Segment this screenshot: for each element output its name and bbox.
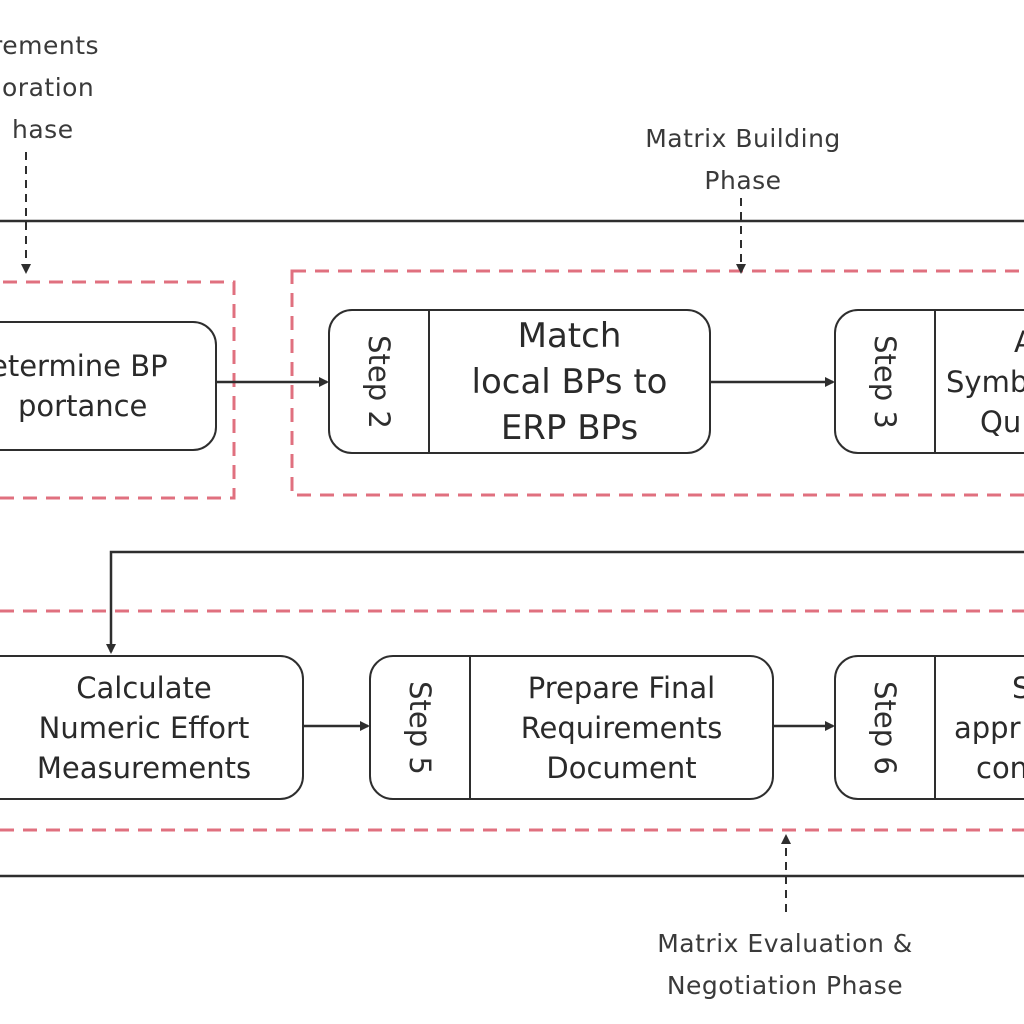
evaluation-label-line-1: Matrix Evaluation & xyxy=(657,929,913,958)
step-6-box: Step 6 S appr con xyxy=(834,655,1024,800)
step-3-line-2: Symb xyxy=(946,364,1024,399)
step-2-line-1: Match xyxy=(517,315,622,356)
exploration-label-line-3: hase xyxy=(12,115,74,144)
step-5-line-2: Requirements xyxy=(520,710,723,745)
exploration-label-line-2: oration xyxy=(2,73,95,102)
evaluation-label-line-2: Negotiation Phase xyxy=(666,971,904,1000)
step-4-line-3: Measurements xyxy=(36,750,252,785)
step-3-tab-label: Step 3 xyxy=(868,334,902,429)
step-1-box: etermine BP portance xyxy=(0,321,217,451)
building-phase-boundary xyxy=(290,269,1024,497)
building-label-line-1: Matrix Building xyxy=(645,124,841,153)
step-3-box: Step 3 A Symb Qu xyxy=(834,309,1024,454)
exploration-phase-label: rements oration hase xyxy=(0,25,99,151)
step-2-tab: Step 2 xyxy=(330,311,430,452)
step-6-line-1: S xyxy=(942,668,1024,708)
step-2-line-3: ERP BPs xyxy=(500,407,639,448)
arrow-row-wrap xyxy=(106,550,1024,654)
step-3-line-3: Qu xyxy=(980,404,1022,439)
exploration-phase-boundary xyxy=(0,280,236,500)
step-2-line-2: local BPs to xyxy=(471,361,668,402)
step-6-line-2: appr xyxy=(954,710,1021,745)
step-2-tab-label: Step 2 xyxy=(362,334,396,429)
step-5-line-1: Prepare Final xyxy=(527,670,716,705)
evaluation-phase-label: Matrix Evaluation & Negotiation Phase xyxy=(620,923,950,1007)
building-label-line-2: Phase xyxy=(704,166,782,195)
step-4-box: Calculate Numeric Effort Measurements xyxy=(0,655,304,800)
step-3-line-1: A xyxy=(942,322,1024,362)
step-4-line-2: Numeric Effort xyxy=(38,710,250,745)
step-5-tab: Step 5 xyxy=(371,657,471,798)
step-3-tab: Step 3 xyxy=(836,311,936,452)
step-2-box: Step 2 Match local BPs to ERP BPs xyxy=(328,309,711,454)
step-1-line-2: portance xyxy=(18,389,148,423)
step-5-tab-label: Step 5 xyxy=(403,680,437,775)
step-5-line-3: Document xyxy=(546,750,697,785)
step-5-box: Step 5 Prepare Final Requirements Docume… xyxy=(369,655,774,800)
building-phase-label: Matrix Building Phase xyxy=(618,118,868,202)
step-4-line-1: Calculate xyxy=(76,670,212,705)
step-6-line-3: con xyxy=(976,750,1024,785)
step-1-line-1: etermine BP xyxy=(0,349,168,383)
step-6-tab-label: Step 6 xyxy=(868,680,902,775)
exploration-label-line-1: rements xyxy=(0,31,100,60)
step-6-tab: Step 6 xyxy=(836,657,936,798)
